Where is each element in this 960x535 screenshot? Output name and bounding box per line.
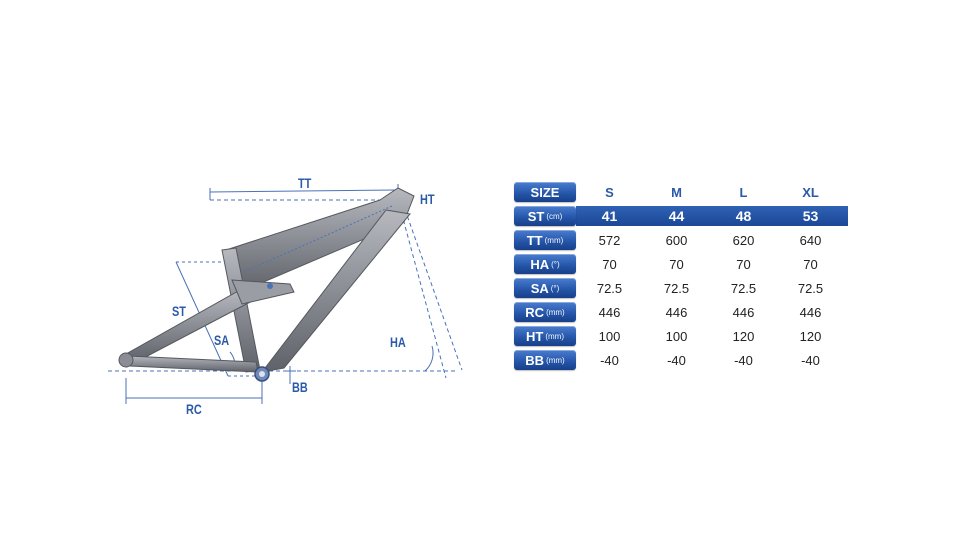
table-cell: 640	[799, 232, 822, 248]
row-key: SA(°)	[514, 278, 576, 298]
bike-frame	[118, 187, 415, 382]
table-cell: 446	[598, 304, 621, 320]
table-cell: 70	[736, 256, 751, 272]
label-st: ST	[172, 304, 186, 320]
table-header-row: SIZE S M L XL	[514, 180, 846, 204]
table-cell: 120	[732, 328, 755, 344]
table-cell: 446	[732, 304, 755, 320]
table-cell: 41	[601, 208, 618, 224]
label-tt: TT	[298, 176, 312, 192]
size-header-key: SIZE	[514, 182, 576, 202]
table-row-st: ST(cm) 41 44 48 53	[514, 204, 848, 228]
size-m-header: M	[671, 184, 682, 200]
label-ha: HA	[390, 335, 406, 351]
table-cell: 72.5	[663, 280, 690, 296]
table-cell: 100	[665, 328, 688, 344]
geometry-table: SIZE S M L XL ST(cm) 41 44 48 53 TT(mm) …	[514, 180, 848, 372]
table-cell: 70	[669, 256, 684, 272]
table-cell: 72.5	[730, 280, 757, 296]
table-cell: 48	[735, 208, 752, 224]
row-key: TT(mm)	[514, 230, 576, 250]
label-bb: BB	[292, 380, 308, 396]
size-xl-header: XL	[802, 184, 819, 200]
table-row-bb: BB(mm) -40 -40 -40 -40	[514, 348, 846, 372]
frame-diagram: TT HT ST SA HA RC BB	[108, 176, 463, 418]
row-key: ST(cm)	[514, 206, 576, 226]
row-key: BB(mm)	[514, 350, 576, 370]
table-cell: 72.5	[797, 280, 824, 296]
table-row-rc: RC(mm) 446 446 446 446	[514, 300, 846, 324]
table-cell: 620	[732, 232, 755, 248]
table-cell: 53	[802, 208, 819, 224]
table-row-ht: HT(mm) 100 100 120 120	[514, 324, 846, 348]
size-l-header: L	[739, 184, 748, 200]
table-cell: 600	[665, 232, 688, 248]
table-cell: 72.5	[596, 280, 623, 296]
label-ht: HT	[420, 192, 435, 208]
table-cell: 70	[803, 256, 818, 272]
table-cell: 70	[602, 256, 617, 272]
row-key: HA(°)	[514, 254, 576, 274]
table-cell: 120	[799, 328, 822, 344]
row-key: HT(mm)	[514, 326, 576, 346]
row-key: RC(mm)	[514, 302, 576, 322]
table-cell: 100	[598, 328, 621, 344]
table-cell: 44	[668, 208, 685, 224]
label-rc: RC	[186, 402, 202, 418]
table-cell: -40	[667, 352, 686, 368]
label-sa: SA	[214, 333, 229, 349]
table-cell: -40	[734, 352, 753, 368]
table-cell: 572	[598, 232, 621, 248]
table-cell: -40	[600, 352, 619, 368]
table-row-ha: HA(°) 70 70 70 70	[514, 252, 846, 276]
table-row-tt: TT(mm) 572 600 620 640	[514, 228, 846, 252]
table-cell: 446	[799, 304, 822, 320]
table-cell: -40	[801, 352, 820, 368]
table-row-sa: SA(°) 72.5 72.5 72.5 72.5	[514, 276, 846, 300]
table-cell: 446	[665, 304, 688, 320]
size-s-header: S	[605, 184, 614, 200]
